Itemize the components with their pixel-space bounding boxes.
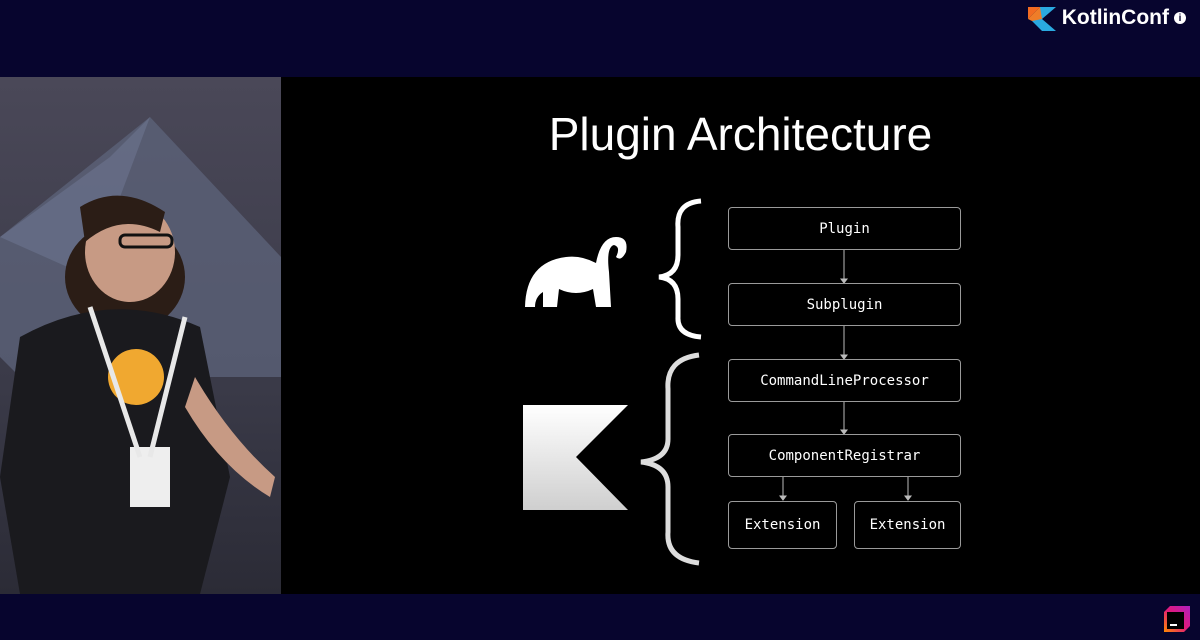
node-component-registrar: ComponentRegistrar [728, 434, 961, 477]
arrows [779, 249, 912, 501]
gradle-elephant-icon [525, 237, 627, 307]
kotlin-k-icon [523, 405, 628, 510]
presentation-slide: Plugin Architecture Plugin Subplugin Com… [281, 77, 1200, 594]
top-banner: KotlinConf i [0, 0, 1200, 77]
node-subplugin: Subplugin [728, 283, 961, 326]
kotlin-logo-icon [1027, 7, 1056, 31]
slide-title: Plugin Architecture [548, 108, 933, 160]
brand-name: KotlinConf [1061, 6, 1169, 29]
node-command-line-processor: CommandLineProcessor [728, 359, 961, 402]
node-extension: Extension [854, 501, 961, 549]
node-plugin: Plugin [728, 207, 961, 250]
kotlinconf-logo: KotlinConf i [1026, 5, 1186, 31]
diagram-graphics [523, 198, 912, 566]
info-badge: i [1174, 12, 1186, 24]
jetbrains-logo-icon [1164, 606, 1190, 632]
curly-braces [640, 198, 702, 566]
bottom-banner [0, 594, 1200, 640]
speaker-video [0, 77, 281, 594]
node-extension: Extension [728, 501, 837, 549]
